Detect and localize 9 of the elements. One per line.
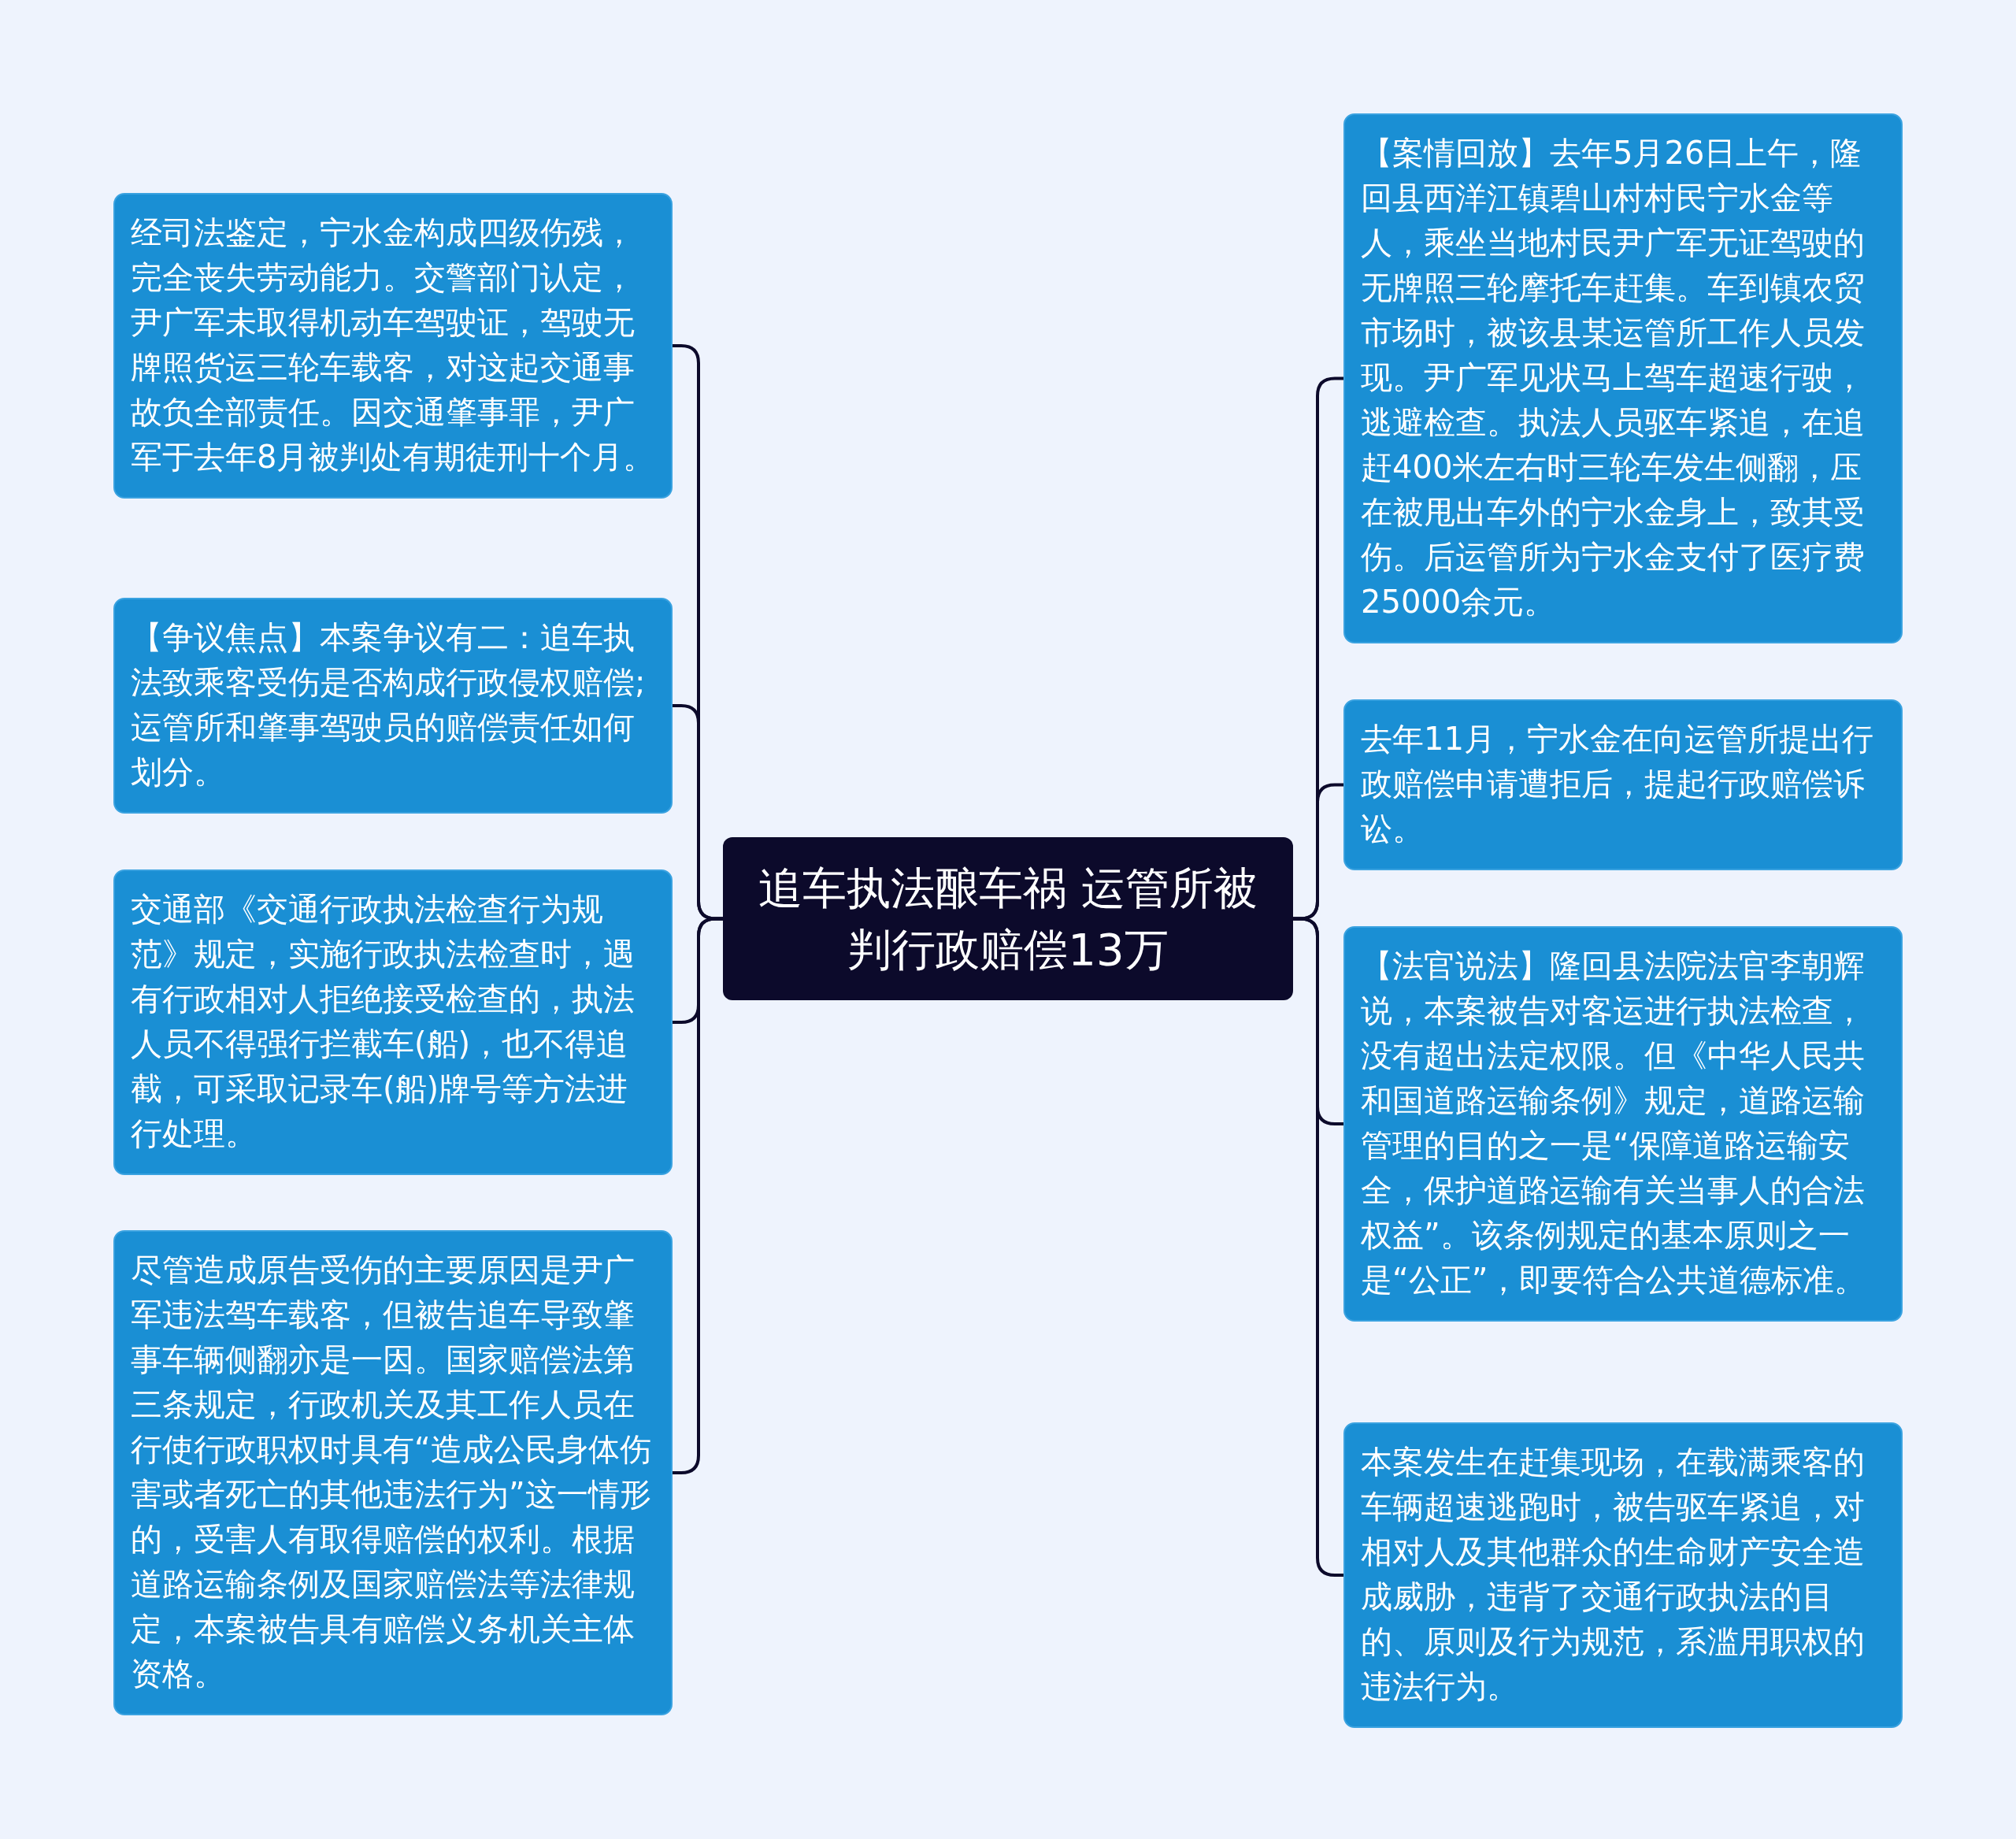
text-box: 交通部《交通行政执法检查行为规范》规定，实施行政执法检查时，遇有行政相对人拒绝接受检查的，执法人员不得强行拦截车(船)，也不得追截，可采取记录车(船)牌号等方法进行处理。 <box>113 869 673 1175</box>
text-box: 去年11月，宁水金在向运管所提出行政赔偿申请遭拒后，提起行政赔偿诉讼。 <box>1343 699 1903 870</box>
topic-box: 追车执法酿车祸 运管所被判行政赔偿13万 <box>723 837 1293 1000</box>
text-box: 本案发生在赶集现场，在载满乘客的车辆超速逃跑时，被告驱车紧追，对相对人及其他群众的生命财产安全造成威胁，违背了交通行政执法的目的、原则及行为规范，系滥用职权的违法行为。 <box>1343 1422 1903 1728</box>
text-box: 【法官说法】隆回县法院法官李朝辉说，本案被告对客运进行执法检查，没有超出法定权限。但《中华人民共和国道路运输条例》规定，道路运输管理的目的之一是“保障道路运输安全，保护道路运输有关当事人的合法权益”。该条例规定的基本原则之一是“公正”，即要符合公共道德标准。 <box>1343 926 1903 1322</box>
text-box: 【争议焦点】本案争议有二：追车执法致乘客受伤是否构成行政侵权赔偿;运管所和肇事驾驶员的赔偿责任如何划分。 <box>113 598 673 814</box>
text-box: 【案情回放】去年5月26日上午，隆回县西洋江镇碧山村村民宁水金等人，乘坐当地村民尹广军无证驾驶的无牌照三轮摩托车赶集。车到镇农贸市场时，被该县某运管所工作人员发现。尹广军见状马上驾车超速行驶，逃避检查。执法人员驱车紧追，在追赶400米左右时三轮车发生侧翻，压在被甩出车外的宁水金身上，致其受伤。后运管所为宁水金支付了医疗费25000余元。 <box>1343 113 1903 643</box>
text-box: 经司法鉴定，宁水金构成四级伤残，完全丧失劳动能力。交警部门认定，尹广军未取得机动车驾驶证，驾驶无牌照货运三轮车载客，对这起交通事故负全部责任。因交通肇事罪，尹广军于去年8月被判处有期徒刑十个月。 <box>113 193 673 499</box>
text-box: 尽管造成原告受伤的主要原因是尹广军违法驾车载客，但被告追车导致肇事车辆侧翻亦是一因。国家赔偿法第三条规定，行政机关及其工作人员在行使行政职权时具有“造成公民身体伤害或者死亡的其他违法行为”这一情形的，受害人有取得赔偿的权利。根据道路运输条例及国家赔偿法等法律规定，本案被告具有赔偿义务机关主体资格。 <box>113 1230 673 1715</box>
